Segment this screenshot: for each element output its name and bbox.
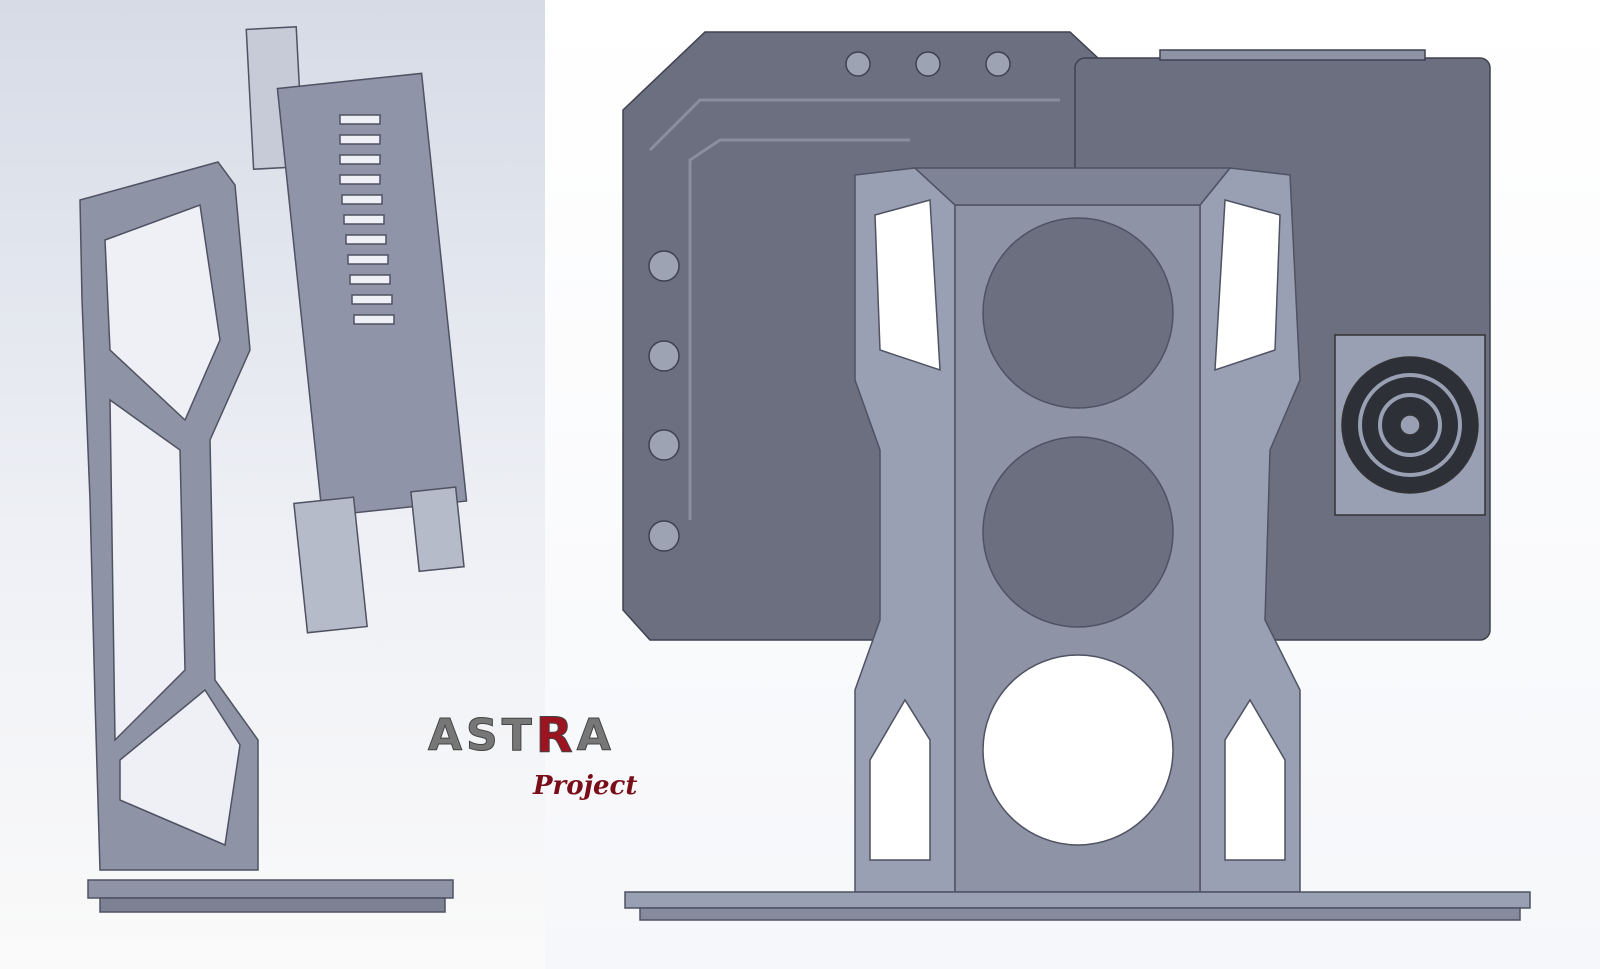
logo-text-right: A <box>576 710 615 761</box>
side-view-psu-unit <box>245 26 468 634</box>
front-view-psu-fan <box>1334 334 1486 516</box>
side-view-stand-frame <box>79 161 454 913</box>
logo-wordmark: ASTRA <box>428 708 615 764</box>
logo-subtitle: Project <box>533 771 638 801</box>
front-view-stand-frame <box>624 167 1531 921</box>
logo-text-left: AST <box>428 710 536 761</box>
astra-project-logo: ASTRA Project <box>428 708 658 812</box>
logo-text-accent: R <box>535 708 577 764</box>
